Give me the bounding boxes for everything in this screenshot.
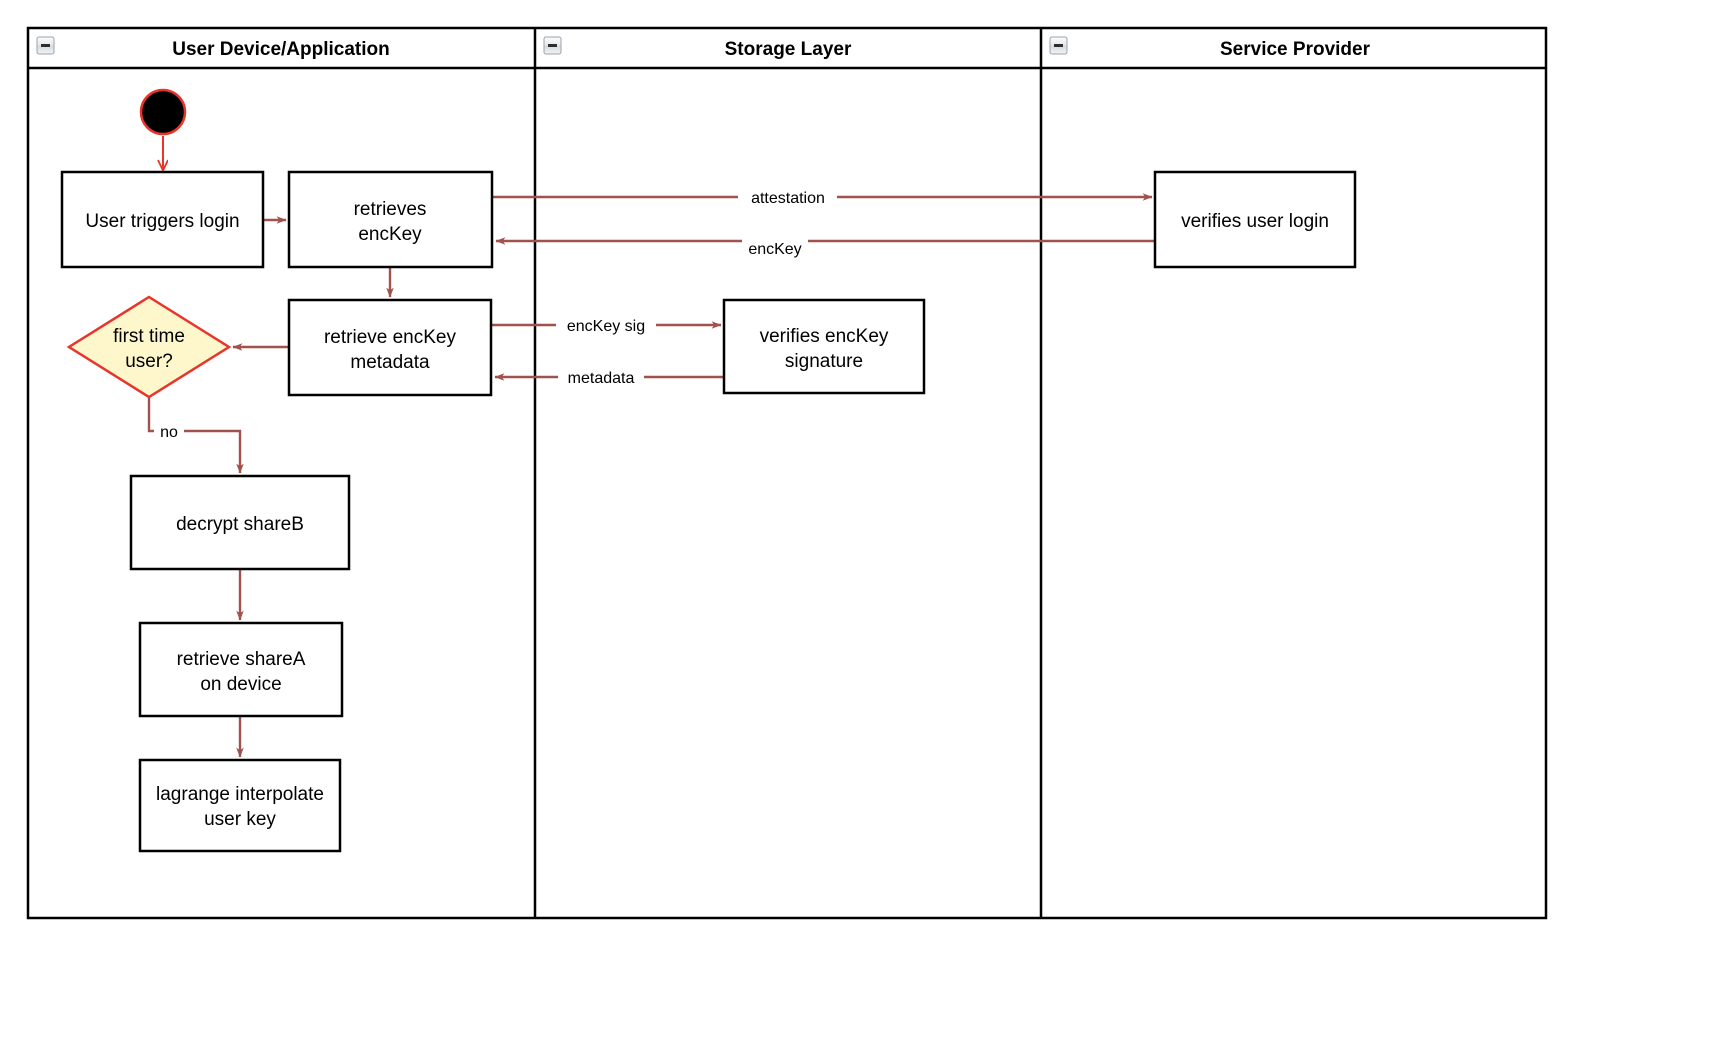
node-label-first-time-user-line1: first time	[113, 326, 185, 347]
node-label-user-triggers-login: User triggers login	[85, 211, 239, 232]
lane-title-user-device: User Device/Application	[172, 39, 390, 60]
node-label-decrypt-shareb: decrypt shareB	[176, 514, 304, 535]
node-lagrange-interpolate-user-key[interactable]: lagrange interpolate user key	[138, 758, 342, 853]
edge-label-enckey-sig: encKey sig	[567, 318, 645, 335]
collapse-minus-icon-storage-layer[interactable]	[543, 36, 562, 55]
collapse-minus-icon-service-provider[interactable]	[1049, 36, 1068, 55]
lane-title-service-provider: Service Provider	[1220, 39, 1371, 60]
node-retrieves-enckey[interactable]: retrieves encKey	[287, 170, 494, 269]
lane-header-storage-layer[interactable]: Storage Layer	[543, 36, 852, 60]
collapse-minus-icon-user-device[interactable]	[36, 36, 55, 55]
node-label-retrieve-sharea-line2: on device	[200, 674, 281, 695]
edge-decision-no	[147, 397, 244, 474]
node-verifies-user-login[interactable]: verifies user login	[1153, 170, 1357, 269]
edge-label-enckey: encKey	[748, 241, 801, 258]
node-user-triggers-login[interactable]: User triggers login	[60, 170, 265, 269]
node-label-retrieve-enckey-metadata-line2: metadata	[350, 352, 430, 373]
node-decrypt-shareb[interactable]: decrypt shareB	[129, 474, 351, 571]
node-retrieve-enckey-metadata[interactable]: retrieve encKey metadata	[287, 298, 493, 397]
edge-label-attestation: attestation	[751, 190, 825, 207]
node-label-verifies-enckey-sig-line2: signature	[785, 351, 863, 372]
node-label-first-time-user-line2: user?	[125, 351, 173, 372]
edge-label-metadata: metadata	[568, 370, 635, 387]
node-start[interactable]	[139, 88, 187, 136]
edge-label-no: no	[160, 424, 178, 441]
lane-title-storage-layer: Storage Layer	[725, 39, 852, 60]
node-label-retrieves-enckey-line1: retrieves	[354, 199, 427, 220]
edge-labels-layer: attestation encKey encKey sig metadata n…	[154, 186, 837, 442]
lane-header-user-device[interactable]: User Device/Application	[36, 36, 390, 60]
node-label-retrieve-sharea-line1: retrieve shareA	[177, 649, 306, 670]
node-label-lagrange-line2: user key	[204, 809, 276, 830]
lane-header-service-provider[interactable]: Service Provider	[1049, 36, 1371, 60]
node-label-lagrange-line1: lagrange interpolate	[156, 784, 324, 805]
node-retrieve-sharea-on-device[interactable]: retrieve shareA on device	[138, 621, 344, 718]
node-label-verifies-enckey-sig-line1: verifies encKey	[760, 326, 889, 347]
node-label-retrieve-enckey-metadata-line1: retrieve encKey	[324, 327, 457, 348]
node-verifies-enckey-signature[interactable]: verifies encKey signature	[722, 298, 926, 395]
node-first-time-user-decision[interactable]: first time user?	[66, 295, 232, 399]
node-label-retrieves-enckey-line2: encKey	[358, 224, 422, 245]
node-label-verifies-user-login: verifies user login	[1181, 211, 1329, 232]
